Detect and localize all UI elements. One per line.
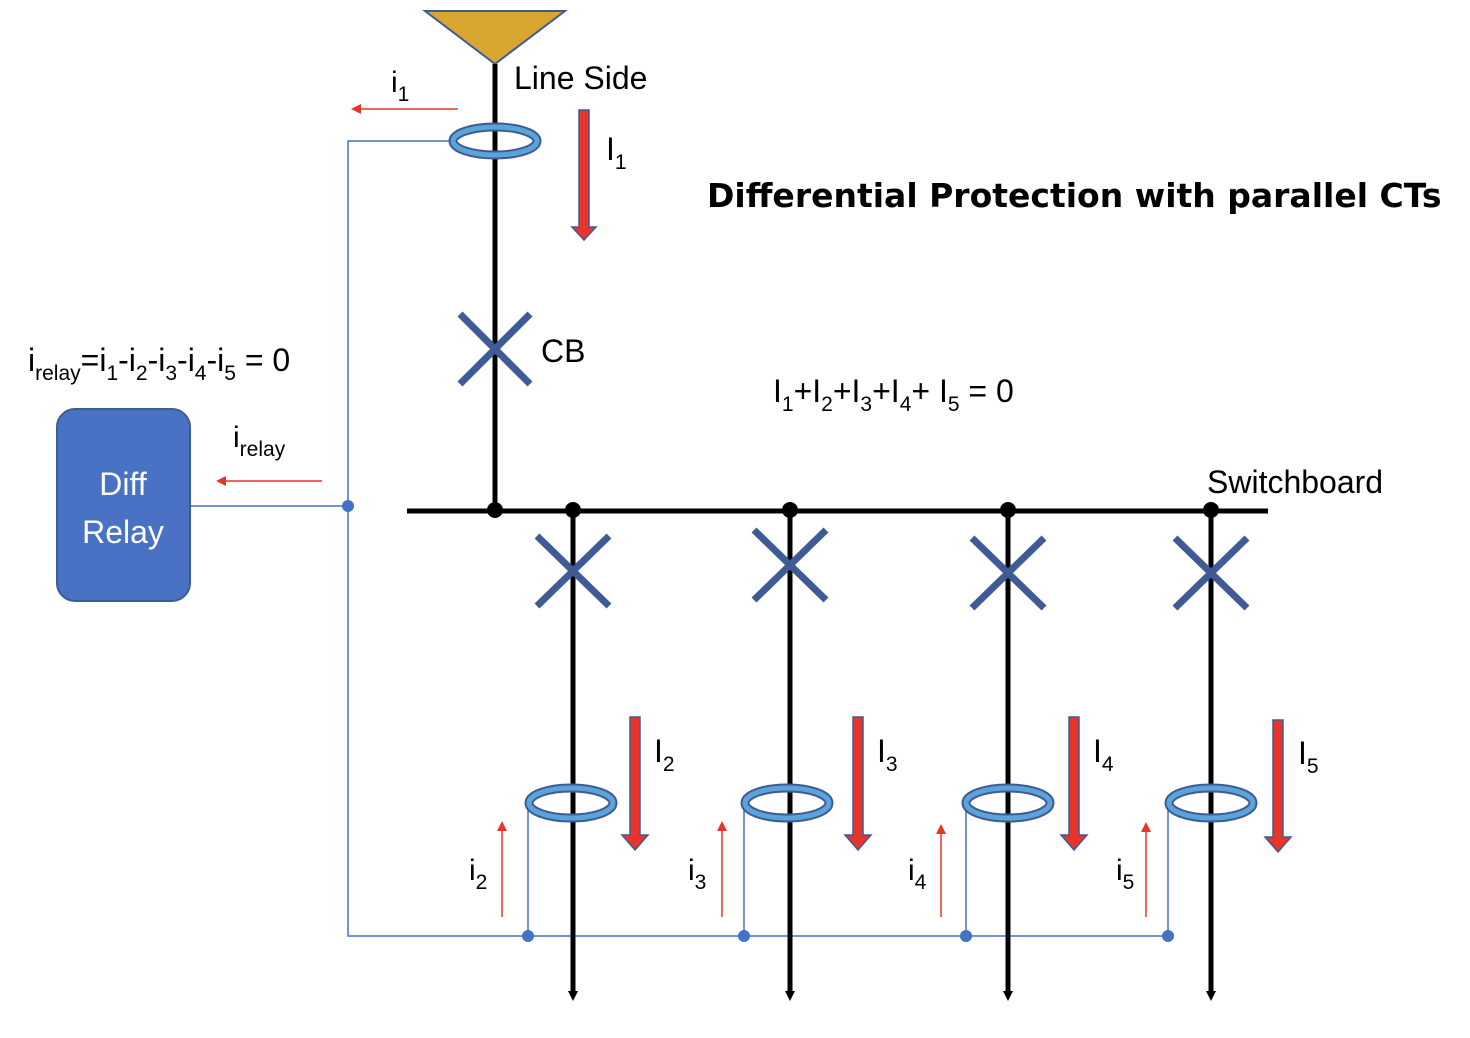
- diagram-title: Differential Protection with parallel CT…: [707, 176, 1442, 215]
- breaker-feeder-2-icon: [534, 533, 612, 609]
- arrow-I5-icon: [1263, 719, 1293, 854]
- bus-dot: [1000, 502, 1016, 518]
- eq-term: -i: [118, 342, 136, 378]
- switchboard-label: Switchboard: [1207, 464, 1383, 500]
- eq-subscript: 1: [106, 362, 118, 385]
- eq-term: +I: [833, 373, 861, 409]
- eq-term: I: [773, 373, 782, 409]
- label-i1: i1: [391, 66, 409, 106]
- current-transformers: [448, 122, 1258, 823]
- label-irelay: irelay: [233, 421, 286, 461]
- breaker-feeder-3-icon: [751, 527, 829, 603]
- eq-subscript: 2: [136, 362, 148, 385]
- bus-junction-dots: [487, 502, 1219, 518]
- arrow-I3-icon: [843, 716, 873, 852]
- secondary-current-arrows: [216, 104, 1151, 917]
- relay-label-line1: Diff: [99, 466, 147, 502]
- arrow-I1-icon: [570, 109, 598, 242]
- label-I1: I1: [606, 131, 627, 174]
- label-i4: i4: [908, 854, 927, 894]
- ct-secondary-wiring: [190, 140, 1169, 937]
- eq-subscript: 4: [900, 393, 912, 416]
- eq-term: i: [28, 342, 35, 378]
- breaker-feeder-5-icon: [1172, 535, 1250, 611]
- label-i3: i3: [688, 854, 706, 894]
- label-I3: I3: [877, 733, 898, 776]
- eq-subscript: 3: [165, 362, 177, 385]
- eq-term: = 0: [960, 373, 1014, 409]
- relay-label-line2: Relay: [82, 514, 164, 550]
- wire-ct1-to-relay: [347, 140, 1168, 937]
- eq-subscript: 1: [782, 393, 794, 416]
- relay-current-equation: irelay=i1-i2-i3-i4-i5 = 0: [28, 342, 290, 385]
- label-i5: i5: [1116, 854, 1134, 894]
- eq-term: -i: [206, 342, 224, 378]
- bus-dot: [565, 502, 581, 518]
- bus-dot: [487, 502, 503, 518]
- junction-dot: [738, 930, 750, 942]
- relay-box: [56, 408, 191, 602]
- arrow-I2-icon: [620, 716, 650, 852]
- bus-dot: [782, 502, 798, 518]
- cb-label: CB: [541, 333, 585, 369]
- eq-subscript: 3: [860, 393, 872, 416]
- circuit-breakers: [457, 311, 1250, 611]
- arrow-I4-icon: [1059, 716, 1089, 852]
- eq-term: -i: [177, 342, 195, 378]
- eq-subscript: 4: [195, 362, 207, 385]
- junction-dot: [342, 500, 354, 512]
- bus-dot: [1203, 502, 1219, 518]
- ct-2-icon: [524, 783, 618, 823]
- eq-term: +I: [872, 373, 900, 409]
- wiring-junction-dots: [342, 500, 1174, 942]
- eq-term: = 0: [236, 342, 290, 378]
- line-side-label: Line Side: [514, 60, 647, 96]
- label-i2: i2: [469, 854, 487, 894]
- breaker-feeder-4-icon: [969, 535, 1047, 611]
- junction-dot: [960, 930, 972, 942]
- eq-subscript: 5: [224, 362, 236, 385]
- eq-subscript: 5: [948, 393, 960, 416]
- kcl-equation: I1+I2+I3+I4+ I5 = 0: [773, 373, 1014, 416]
- diff-relay: Diff Relay: [56, 408, 191, 602]
- label-I2: I2: [654, 733, 675, 776]
- eq-term: + I: [911, 373, 947, 409]
- breaker-main-icon: [457, 311, 533, 387]
- eq-subscript: 2: [821, 393, 833, 416]
- conductors: [407, 64, 1268, 1001]
- eq-term: =i: [81, 342, 107, 378]
- primary-current-arrows: [570, 109, 1293, 854]
- ct-1-icon: [448, 122, 542, 160]
- eq-subscript: relay: [35, 362, 81, 385]
- source-triangle-icon: [422, 10, 568, 66]
- ct-5-icon: [1164, 783, 1258, 823]
- junction-dot: [522, 930, 534, 942]
- ct-4-icon: [961, 783, 1055, 823]
- eq-term: +I: [794, 373, 822, 409]
- label-I4: I4: [1093, 733, 1114, 776]
- eq-term: -i: [148, 342, 166, 378]
- ct-3-icon: [740, 783, 834, 823]
- label-I5: I5: [1298, 735, 1319, 778]
- junction-dot: [1162, 930, 1174, 942]
